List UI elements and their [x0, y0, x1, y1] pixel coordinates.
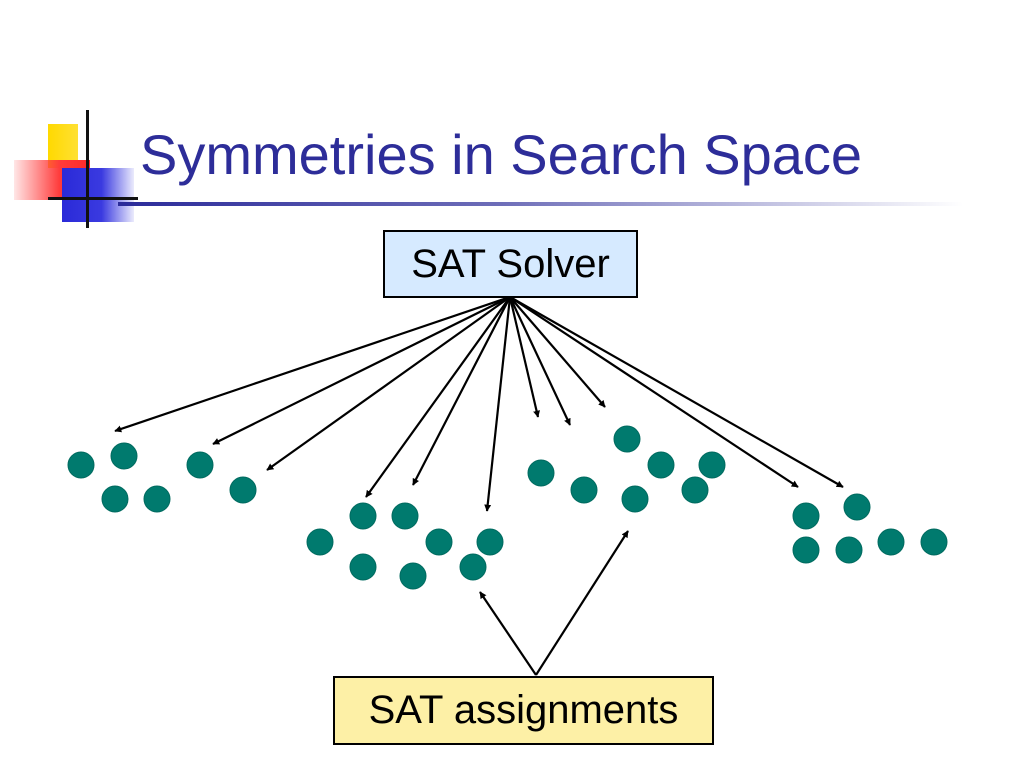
assignment-node: [67, 451, 95, 479]
assignment-node: [425, 528, 453, 556]
arrow: [412, 296, 511, 486]
solver-arrows: [114, 295, 844, 512]
assignment-node: [101, 485, 129, 513]
assignment-node: [229, 476, 257, 504]
assignment-node: [110, 442, 138, 470]
assignment-node: [877, 528, 905, 556]
assignment-node: [698, 451, 726, 479]
assignment-node: [459, 553, 487, 581]
arrow: [212, 296, 511, 445]
arrow: [509, 296, 799, 488]
sat-assignments-box: SAT assignments: [333, 676, 714, 745]
assignment-arrows: [479, 530, 629, 676]
assignment-node: [476, 528, 504, 556]
arrow: [365, 296, 511, 498]
assignment-node: [306, 528, 334, 556]
title-underline: [118, 202, 963, 206]
assignment-node: [399, 562, 427, 590]
arrow: [535, 530, 629, 676]
assignment-node: [570, 476, 598, 504]
sat-solver-box: SAT Solver: [383, 230, 638, 298]
assignment-node: [527, 459, 555, 487]
arrow: [484, 296, 512, 512]
assignment-node: [920, 528, 948, 556]
slide-title: Symmetries in Search Space: [140, 123, 863, 186]
assignment-node: [792, 536, 820, 564]
assignment-node: [621, 485, 649, 513]
assignment-node: [835, 536, 863, 564]
assignment-node: [143, 485, 171, 513]
assignment-node: [613, 425, 641, 453]
assignment-node: [391, 502, 419, 530]
assignment-node: [349, 553, 377, 581]
assignment-node: [843, 493, 871, 521]
assignment-node: [349, 502, 377, 530]
assignment-node: [647, 451, 675, 479]
arrow: [114, 295, 511, 433]
arrow: [509, 296, 606, 408]
arrow: [509, 296, 844, 488]
arrow: [508, 296, 540, 418]
arrow: [479, 591, 537, 676]
search-space-nodes: [67, 425, 948, 590]
assignment-node: [186, 451, 214, 479]
arrow: [509, 296, 571, 426]
assignment-node: [681, 476, 709, 504]
arrow: [266, 296, 511, 471]
assignment-node: [792, 502, 820, 530]
